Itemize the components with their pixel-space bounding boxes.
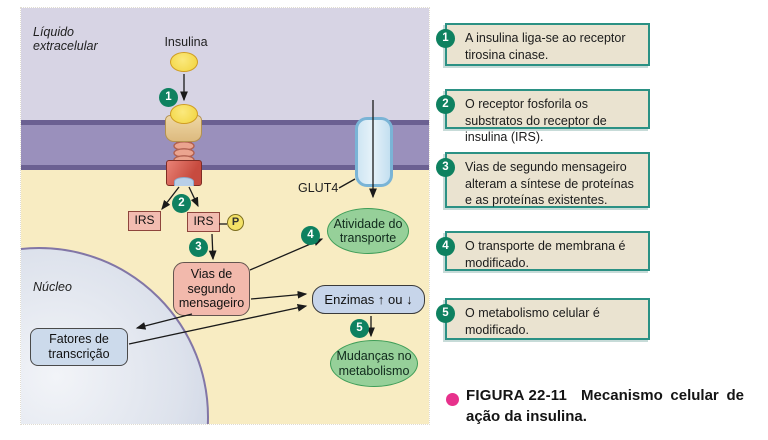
step-box-3: 3 Vias de segundo mensageiro alteram a s… — [436, 152, 650, 208]
receptor-binding-notch-icon — [174, 177, 194, 186]
figure-number: FIGURA 22-11 — [466, 387, 568, 404]
second-messenger-box: Vias de segundo mensageiro — [173, 262, 250, 316]
step-marker-5: 5 — [350, 319, 369, 338]
step-box-2: 2 O receptor fosforila os substratos do … — [436, 89, 650, 144]
glut4-label: GLUT4 — [298, 181, 339, 195]
step-box-1: 1 A insulina liga-se ao receptor tirosin… — [436, 23, 650, 66]
step-marker-1: 1 — [159, 88, 178, 107]
enzymes-box: Enzimas ↑ ou ↓ — [312, 285, 425, 314]
step-badge-2: 2 — [436, 95, 455, 114]
figure-title-line1: Mecanismo celular de — [581, 387, 744, 404]
step-marker-3: 3 — [189, 238, 208, 257]
figure-caption: FIGURA 22-11 Mecanismo celular de ação da… — [466, 386, 750, 427]
extracellular-label: Líquido extracelular — [33, 25, 98, 54]
step-text-1: A insulina liga-se ao receptor tirosina … — [465, 31, 626, 62]
step-marker-2: 2 — [172, 194, 191, 213]
step-badge-3: 3 — [436, 158, 455, 177]
cell-diagram: Líquido extracelular Insulina Núcleo GLU… — [20, 7, 430, 425]
glut4-transporter — [355, 117, 393, 187]
step-badge-4: 4 — [436, 237, 455, 256]
transcription-factors-box: Fatores de transcrição — [30, 328, 128, 366]
step-text-4: O transporte de membrana é modificado. — [465, 239, 626, 270]
phosphate-badge: P — [227, 214, 244, 231]
step-marker-4: 4 — [301, 226, 320, 245]
step-box-5: 5 O metabolismo celular é modificado. — [436, 298, 650, 340]
transport-activity-oval: Atividade do transporte — [327, 208, 409, 254]
extracellular-region — [21, 8, 429, 120]
insulin-molecule — [170, 52, 198, 72]
insulin-bound-to-receptor — [170, 104, 198, 124]
irs-box-right: IRS — [187, 212, 220, 232]
step-box-4: 4 O transporte de membrana é modificado. — [436, 231, 650, 271]
step-text-5: O metabolismo celular é modificado. — [465, 306, 600, 337]
figure-title-line2: ação da insulina. — [466, 407, 587, 425]
nucleus-label: Núcleo — [33, 280, 72, 294]
step-badge-5: 5 — [436, 304, 455, 323]
metabolism-changes-oval: Mudanças no metabolismo — [330, 340, 418, 387]
caption-bullet-icon — [446, 393, 459, 406]
irs-box-left: IRS — [128, 211, 161, 231]
step-text-2: O receptor fosforila os substratos do re… — [465, 97, 607, 144]
step-badge-1: 1 — [436, 29, 455, 48]
insulin-label: Insulina — [164, 35, 208, 49]
step-text-3: Vias de segundo mensageiro alteram a sín… — [465, 160, 634, 207]
